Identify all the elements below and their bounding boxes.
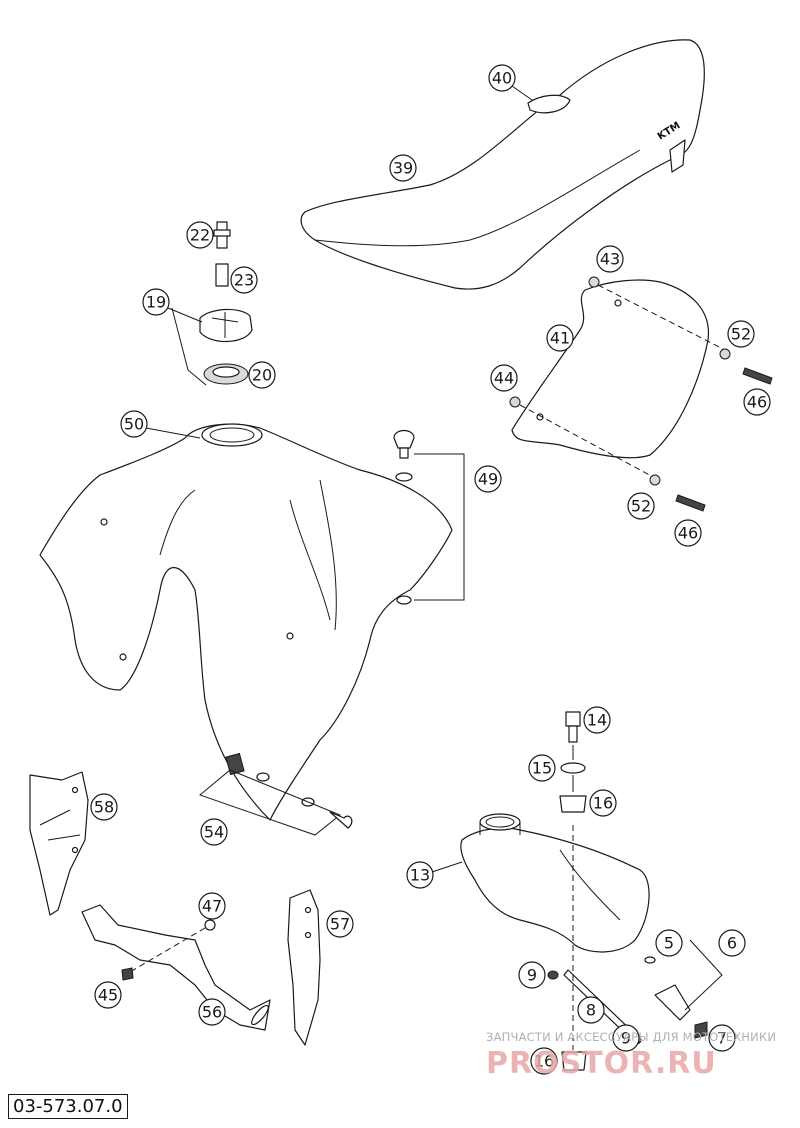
callout-46a: 46 xyxy=(743,388,771,416)
watermark-brand: PROSTOR.RU xyxy=(486,1046,717,1081)
bracket-58 xyxy=(29,771,89,916)
svg-text:15: 15 xyxy=(532,759,552,778)
callout-44: 44 xyxy=(490,364,518,392)
callout-9b: 9 xyxy=(612,1024,640,1052)
svg-text:50: 50 xyxy=(124,415,144,434)
svg-text:6: 6 xyxy=(727,934,737,953)
svg-text:5: 5 xyxy=(664,934,674,953)
callout-52a: 52 xyxy=(727,320,755,348)
svg-text:46: 46 xyxy=(747,393,767,412)
svg-text:19: 19 xyxy=(146,293,166,312)
callout-14: 14 xyxy=(583,706,611,734)
callout-56: 56 xyxy=(198,998,226,1026)
callout-45: 45 xyxy=(94,981,122,1009)
callout-47: 47 xyxy=(198,892,226,920)
callout-5: 5 xyxy=(655,929,683,957)
side-cover-assembly xyxy=(509,276,773,512)
callout-52b: 52 xyxy=(627,492,655,520)
callout-54: 54 xyxy=(200,818,228,846)
svg-text:46: 46 xyxy=(678,524,698,543)
callout-20: 20 xyxy=(248,361,276,389)
fuel-cap-assembly xyxy=(171,221,253,386)
svg-text:16: 16 xyxy=(534,1052,554,1071)
svg-text:57: 57 xyxy=(330,915,350,934)
fastener-49 xyxy=(393,429,465,605)
watermark: ЗАПЧАСТИ И АКСЕССУАРЫ ДЛЯ МОТОТЕХНИКИ PR… xyxy=(486,1030,792,1081)
svg-text:44: 44 xyxy=(494,369,514,388)
callout-6: 6 xyxy=(718,929,746,957)
svg-text:49: 49 xyxy=(478,470,498,489)
svg-text:58: 58 xyxy=(94,798,114,817)
svg-text:13: 13 xyxy=(410,866,430,885)
callout-39: 39 xyxy=(389,154,417,182)
callout-19: 19 xyxy=(142,288,203,323)
svg-text:41: 41 xyxy=(550,329,570,348)
callout-13: 13 xyxy=(406,861,463,889)
callout-15: 15 xyxy=(528,754,556,782)
fuel-tank-13 xyxy=(460,813,650,953)
svg-text:9: 9 xyxy=(621,1029,631,1048)
svg-text:45: 45 xyxy=(98,986,118,1005)
svg-text:56: 56 xyxy=(202,1003,222,1022)
diagram-code-label: 03-573.07.0 xyxy=(8,1094,128,1119)
callout-16a: 16 xyxy=(589,789,617,817)
svg-text:52: 52 xyxy=(731,325,751,344)
callout-49: 49 xyxy=(474,465,502,493)
callout-46b: 46 xyxy=(674,519,702,547)
svg-text:8: 8 xyxy=(586,1001,596,1020)
tank-bolt-stack xyxy=(559,711,587,813)
callout-58: 58 xyxy=(90,793,118,821)
svg-text:43: 43 xyxy=(600,250,620,269)
svg-text:20: 20 xyxy=(252,366,272,385)
clip-assembly-54 xyxy=(199,752,353,836)
svg-text:14: 14 xyxy=(587,711,607,730)
svg-text:47: 47 xyxy=(202,897,222,916)
svg-text:7: 7 xyxy=(717,1029,727,1048)
callout-50: 50 xyxy=(120,410,201,439)
bracket-57 xyxy=(287,889,321,1046)
radiator-shroud-part xyxy=(39,423,453,821)
callout-22: 22 xyxy=(186,221,214,249)
callout-57: 57 xyxy=(326,910,354,938)
svg-text:39: 39 xyxy=(393,159,413,178)
seat-part: KTM xyxy=(300,39,705,290)
tank-support-56 xyxy=(81,904,271,1031)
callout-16b: 16 xyxy=(530,1047,558,1075)
callout-43: 43 xyxy=(596,245,624,273)
callout-8: 8 xyxy=(577,996,605,1024)
callout-9a: 9 xyxy=(518,961,546,989)
callout-23: 23 xyxy=(230,266,258,294)
svg-text:9: 9 xyxy=(527,966,537,985)
svg-text:52: 52 xyxy=(631,497,651,516)
svg-text:16: 16 xyxy=(593,794,613,813)
callout-7: 7 xyxy=(708,1024,736,1052)
svg-text:23: 23 xyxy=(234,271,254,290)
callout-40: 40 xyxy=(488,64,533,101)
svg-text:40: 40 xyxy=(492,69,512,88)
svg-text:22: 22 xyxy=(190,226,210,245)
callout-41: 41 xyxy=(546,324,574,352)
svg-text:54: 54 xyxy=(204,823,224,842)
watermark-tagline: ЗАПЧАСТИ И АКСЕССУАРЫ ДЛЯ МОТОТЕХНИКИ xyxy=(486,1030,777,1044)
